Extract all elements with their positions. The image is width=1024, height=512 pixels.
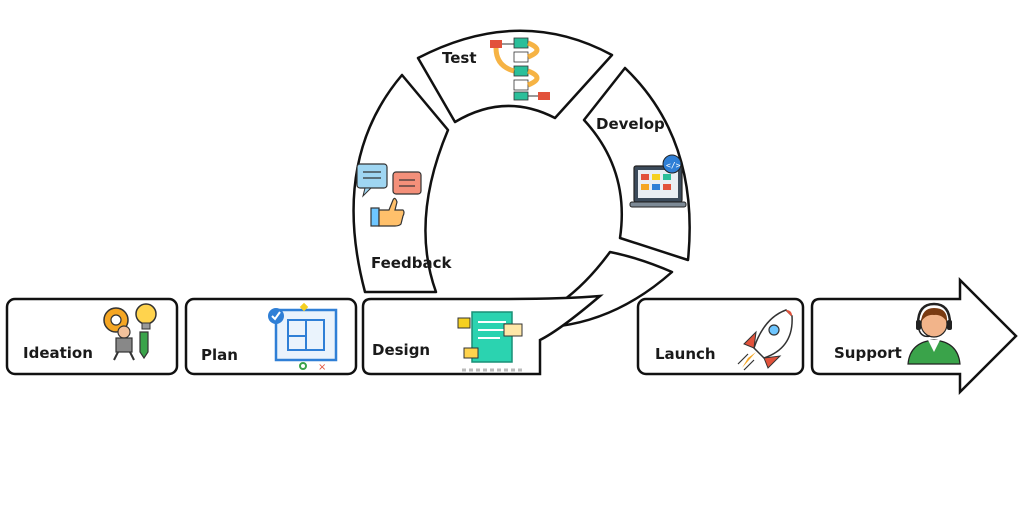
svg-text:×: ×	[318, 362, 326, 373]
stage-label-design: Design	[372, 341, 430, 359]
support-agent-headset-icon	[907, 302, 961, 365]
stage-label-ideation: Ideation	[23, 344, 93, 362]
gears-lightbulb-person-icon	[103, 303, 157, 361]
stage-label-launch: Launch	[655, 345, 716, 363]
cycle-label-develop: Develop	[596, 115, 665, 133]
stage-box-support	[810, 276, 1018, 396]
cycle-label-feedback: Feedback	[371, 254, 452, 272]
cycle-segment-develop	[582, 66, 691, 262]
cycle-label-test: Test	[442, 49, 477, 67]
stage-label-plan: Plan	[201, 346, 238, 364]
svg-text:</>: </>	[666, 161, 681, 170]
feedback-chat-thumbsup-icon	[356, 163, 422, 227]
rocket-icon	[737, 309, 793, 371]
design-document-icon	[457, 311, 523, 372]
laptop-code-icon: </>	[629, 154, 687, 208]
stage-label-support: Support	[834, 344, 902, 362]
blueprint-plan-icon: ×	[268, 302, 338, 373]
flowchart-icon	[490, 37, 550, 101]
stage-box-ideation	[5, 297, 179, 376]
